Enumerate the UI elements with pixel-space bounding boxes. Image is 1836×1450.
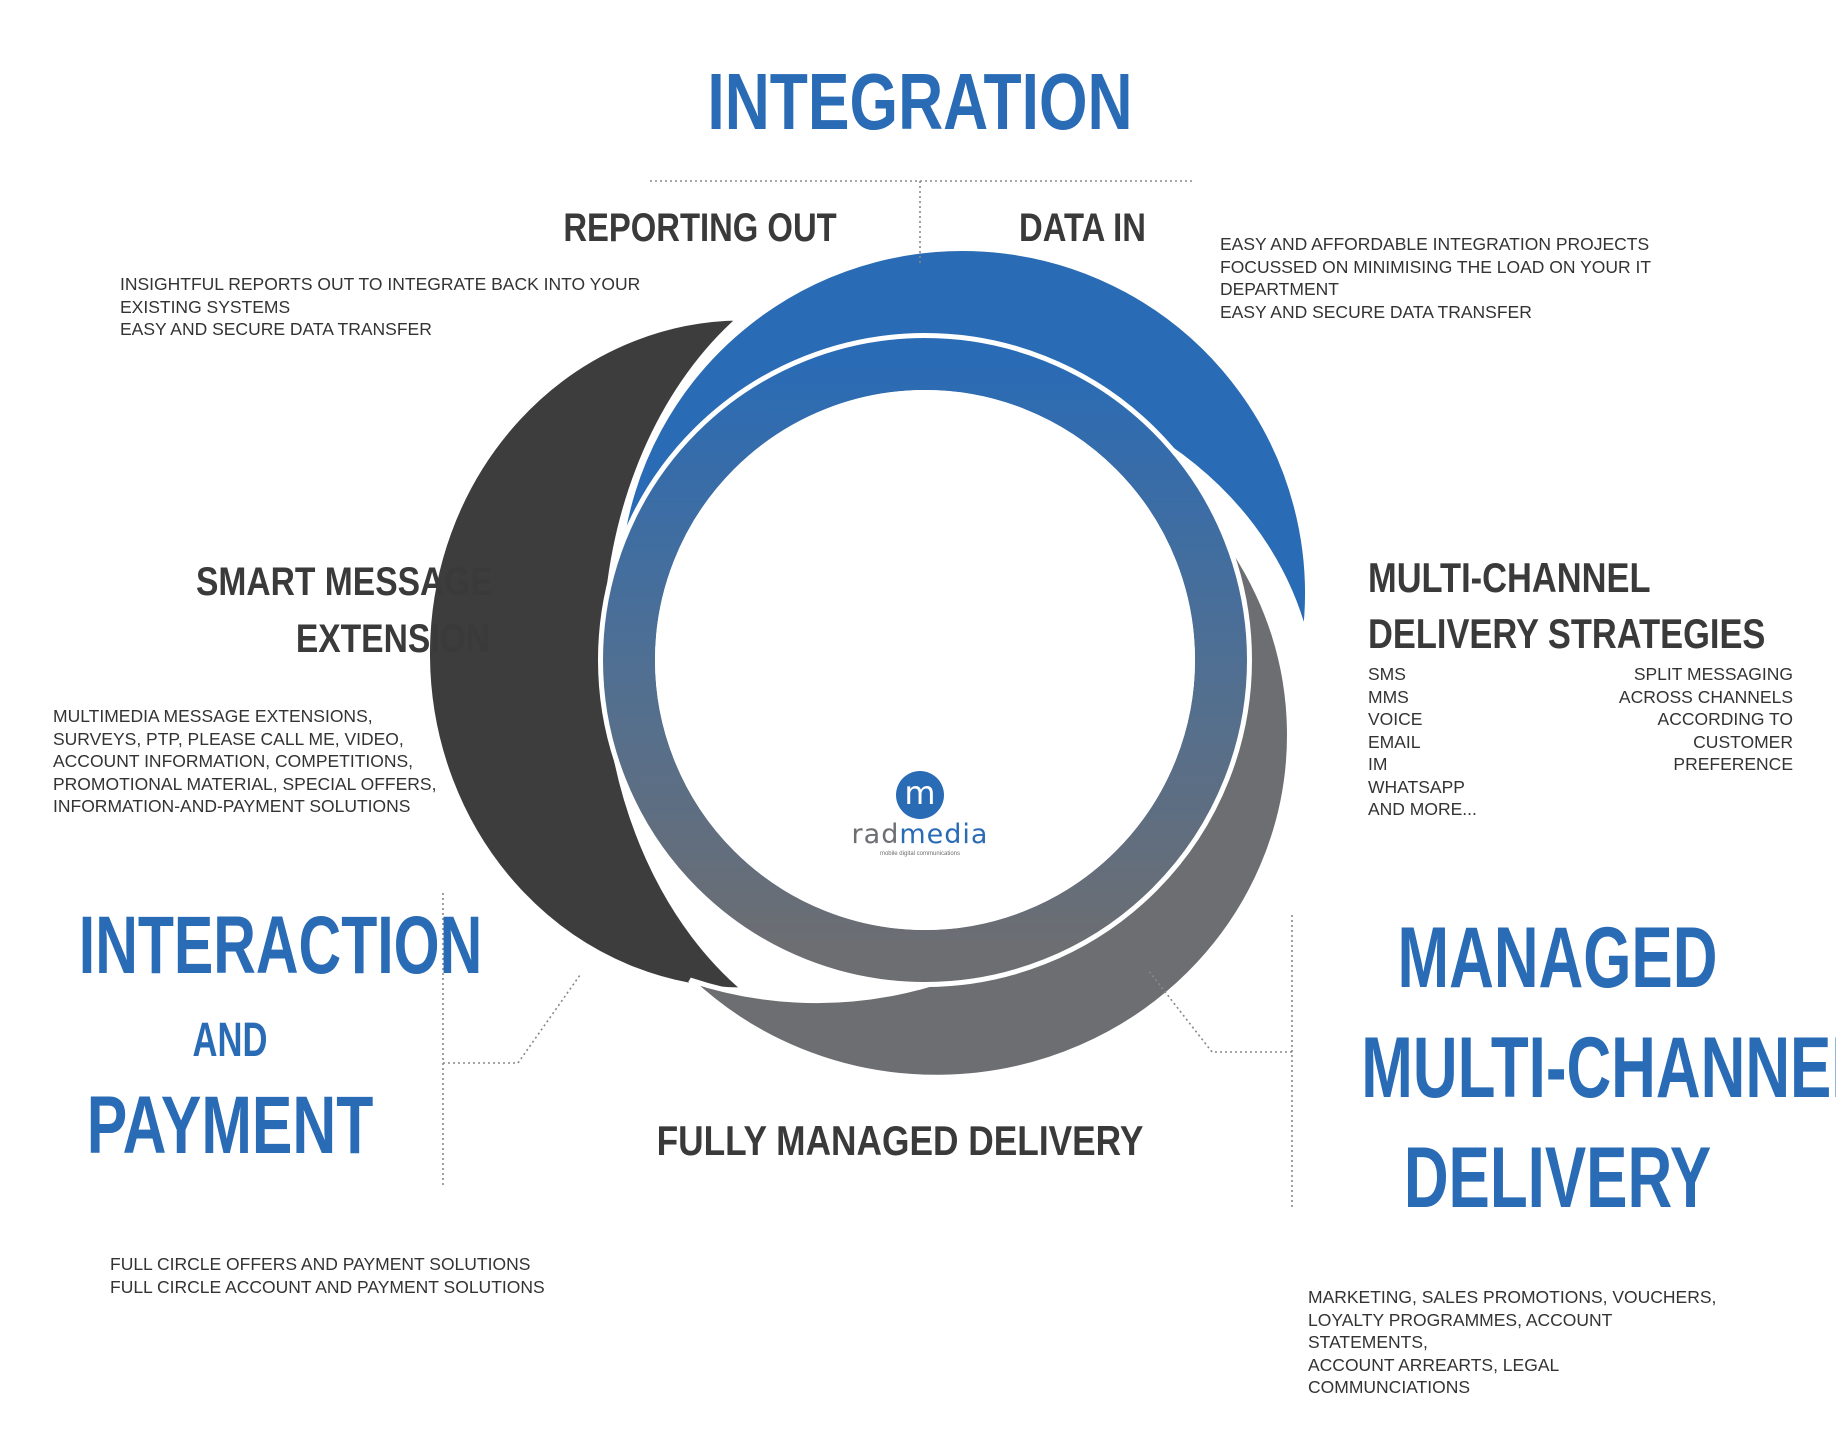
smart-message-line: PROMOTIONAL MATERIAL, SPECIAL OFFERS, — [53, 773, 437, 794]
channel-item: WHATSAPP — [1368, 776, 1465, 797]
interaction-line2: AND — [192, 1014, 268, 1067]
main-ring-band — [603, 338, 1247, 982]
managed-text-line: COMMUNCIATIONS — [1308, 1377, 1471, 1397]
channel-item: MMS — [1368, 686, 1409, 707]
managed-text-line: LOYALTY PROGRAMMES, ACCOUNT — [1308, 1309, 1613, 1330]
logo-letter: m — [904, 774, 936, 812]
managed-line3: DELIVERY — [1403, 1130, 1712, 1226]
smart-message-line: MULTIMEDIA MESSAGE EXTENSIONS, — [53, 706, 373, 726]
smart-message-line: INFORMATION-AND-PAYMENT SOLUTIONS — [53, 796, 411, 816]
interaction-text-line: FULL CIRCLE ACCOUNT AND PAYMENT SOLUTION… — [110, 1276, 545, 1297]
managed-text: MARKETING, SALES PROMOTIONS, VOUCHERS, L… — [1308, 1286, 1716, 1399]
split-line: SPLIT MESSAGING — [1633, 664, 1793, 684]
multichannel-heading-line1: MULTI-CHANNEL — [1368, 554, 1651, 601]
smart-message-heading-line1: SMART MESSAGE — [196, 560, 493, 604]
main-ring-inner-edge — [655, 390, 1195, 930]
managed-text-line: STATEMENTS, — [1308, 1332, 1428, 1352]
managed-line1: MANAGED — [1397, 910, 1718, 1006]
interaction-text: FULL CIRCLE OFFERS AND PAYMENT SOLUTIONS… — [110, 1253, 545, 1298]
channel-item: AND MORE... — [1368, 799, 1477, 819]
managed-line2: MULTI-CHANNEL — [1361, 1020, 1836, 1116]
interaction-text-line: FULL CIRCLE OFFERS AND PAYMENT SOLUTIONS — [110, 1254, 531, 1274]
split-line: PREFERENCE — [1673, 754, 1793, 774]
managed-text-line: ACCOUNT ARREARTS, LEGAL — [1308, 1354, 1560, 1375]
channel-item: SMS — [1368, 664, 1406, 684]
logo-mark — [896, 771, 944, 819]
managed-text-line: MARKETING, SALES PROMOTIONS, VOUCHERS, — [1308, 1287, 1717, 1307]
reporting-out-text: INSIGHTFUL REPORTS OUT TO INTEGRATE BACK… — [120, 273, 640, 341]
reporting-out-line: EXISTING SYSTEMS — [120, 296, 291, 317]
integration-title: INTEGRATION — [707, 57, 1133, 146]
multichannel-split: SPLIT MESSAGING ACROSS CHANNELS ACCORDIN… — [1560, 663, 1793, 776]
data-in-line: DEPARTMENT — [1220, 279, 1339, 299]
reporting-out-line: INSIGHTFUL REPORTS OUT TO INTEGRATE BACK… — [120, 274, 641, 294]
leader-lines — [442, 180, 1293, 1208]
reporting-out-line: EASY AND SECURE DATA TRANSFER — [120, 319, 432, 339]
logo-tagline: mobile digital communications — [879, 851, 961, 857]
smart-message-text: MULTIMEDIA MESSAGE EXTENSIONS, SURVEYS, … — [53, 705, 436, 818]
channel-item: EMAIL — [1368, 731, 1421, 752]
interaction-line1: INTERACTION — [78, 900, 483, 991]
data-in-heading: DATA IN — [1019, 206, 1146, 250]
data-in-line: FOCUSSED ON MINIMISING THE LOAD ON YOUR … — [1220, 256, 1652, 277]
smart-message-line: SURVEYS, PTP, PLEASE CALL ME, VIDEO, — [53, 728, 404, 749]
channel-item: IM — [1368, 754, 1388, 774]
logo-brand: radmedia — [830, 820, 1010, 850]
multichannel-channels: SMS MMS VOICE EMAIL IM WHATSAPP AND MORE… — [1368, 663, 1477, 821]
smart-message-line: ACCOUNT INFORMATION, COMPETITIONS, — [53, 751, 414, 771]
channel-item: VOICE — [1368, 709, 1423, 729]
logo-brand-media: media — [899, 819, 989, 850]
smart-message-heading-line2: EXTENSION — [295, 617, 490, 661]
data-in-line: EASY AND SECURE DATA TRANSFER — [1220, 301, 1532, 322]
data-in-line: EASY AND AFFORDABLE INTEGRATION PROJECTS — [1220, 234, 1650, 254]
split-line: ACCORDING TO — [1657, 709, 1793, 729]
smart-message-heading: SMART MESSAGE EXTENSION — [196, 554, 493, 668]
multichannel-heading-line2: DELIVERY STRATEGIES — [1368, 610, 1766, 657]
data-in-text: EASY AND AFFORDABLE INTEGRATION PROJECTS… — [1220, 233, 1651, 323]
multichannel-heading: MULTI-CHANNEL DELIVERY STRATEGIES — [1368, 550, 1765, 662]
split-line: CUSTOMER — [1693, 731, 1793, 752]
reporting-out-heading: REPORTING OUT — [563, 206, 837, 250]
managed-connector — [1147, 969, 1292, 1053]
fully-managed-heading: FULLY MANAGED DELIVERY — [656, 1117, 1144, 1164]
split-line: ACROSS CHANNELS — [1618, 686, 1793, 707]
interaction-connector — [443, 974, 581, 1064]
interaction-line3: PAYMENT — [86, 1080, 374, 1171]
logo-brand-rad: rad — [851, 819, 900, 850]
